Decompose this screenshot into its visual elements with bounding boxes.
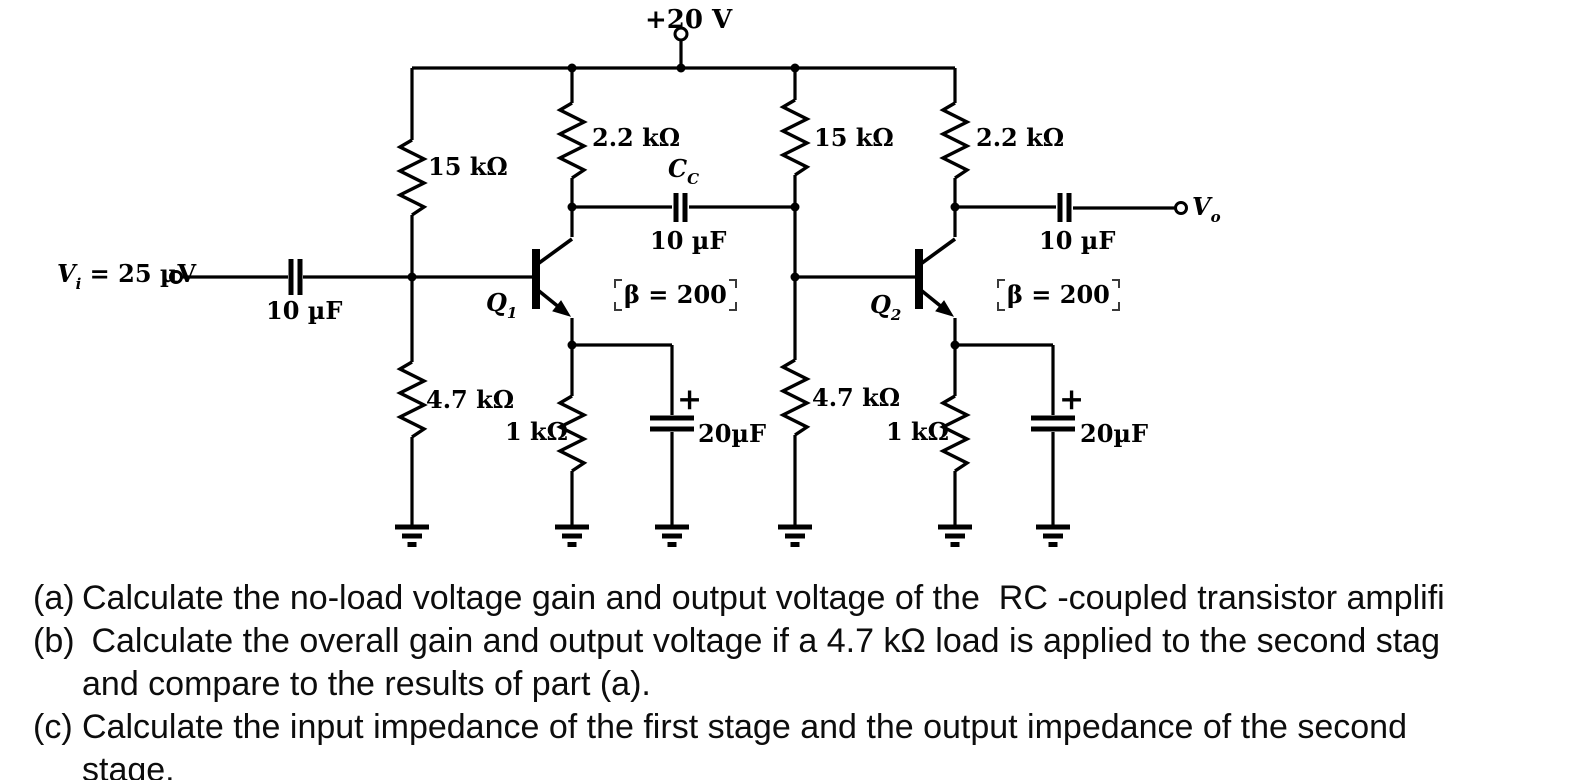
beta-stage1-label: β = 200 xyxy=(614,279,737,312)
transistor-q2 xyxy=(915,237,957,317)
question-label xyxy=(0,663,82,706)
question-label: (b) xyxy=(33,622,75,660)
junction-dots xyxy=(407,63,960,350)
question-row-b: (b) Calculate the overall gain and outpu… xyxy=(0,620,1587,663)
r-collector-stage1-label: 2.2 kΩ xyxy=(592,123,681,152)
output-cap-value-label: 10 µF xyxy=(1039,226,1116,255)
question-row-c: (c)Calculate the input impedance of the … xyxy=(0,706,1587,749)
supply-voltage-label: +20 V xyxy=(645,5,733,35)
question-label: (c) xyxy=(33,708,73,746)
output-terminal xyxy=(1174,201,1188,215)
question-text-block: (a)Calculate the no-load voltage gain an… xyxy=(0,577,1587,780)
input-cap-value-label: 10 µF xyxy=(266,296,343,325)
r-collector-stage2-label: 2.2 kΩ xyxy=(976,123,1065,152)
question-text: Calculate the no-load voltage gain and o… xyxy=(82,579,1445,617)
resistor-15k-stage1 xyxy=(396,138,428,217)
bypass-cap-stage2-label: 20µF xyxy=(1080,419,1149,448)
resistor-1k-stage2 xyxy=(939,394,971,473)
circuit-diagram xyxy=(169,26,1188,547)
question-row-c2: stage. xyxy=(0,749,1587,780)
transistor-q1 xyxy=(532,237,574,317)
resistor-2p2k-stage1 xyxy=(556,101,588,180)
supply-terminal xyxy=(673,26,689,42)
q1-label: Q1 xyxy=(486,288,518,322)
resistor-2p2k-stage2 xyxy=(939,101,971,180)
question-row-a: (a)Calculate the no-load voltage gain an… xyxy=(0,577,1587,620)
question-text: Calculate the input impedance of the fir… xyxy=(82,708,1407,746)
coupling-cap-name-label: CC xyxy=(668,154,700,188)
question-row-b2: and compare to the results of part (a). xyxy=(0,663,1587,706)
resistors xyxy=(396,98,971,473)
beta-stage2-label: β = 200 xyxy=(997,279,1120,312)
input-source-label: Vi = 25 µV xyxy=(57,259,197,293)
resistor-4p7k-stage1 xyxy=(396,360,428,439)
r-emitter-stage1-label: 1 kΩ xyxy=(505,417,569,446)
resistor-1k-stage1 xyxy=(556,394,588,473)
question-text: and compare to the results of part (a). xyxy=(82,665,651,703)
bypass-plus-stage2: + xyxy=(1059,382,1085,417)
r-bias-lower-stage1-label: 4.7 kΩ xyxy=(426,385,515,414)
bypass-plus-stage1: + xyxy=(677,382,703,417)
coupling-cap-value-label: 10 µF xyxy=(650,226,727,255)
r-emitter-stage2-label: 1 kΩ xyxy=(886,417,950,446)
input-terminal xyxy=(169,270,183,284)
question-text: stage. xyxy=(82,751,175,780)
r-bias-upper-stage2-label: 15 kΩ xyxy=(814,123,894,152)
question-text: Calculate the overall gain and output vo… xyxy=(82,622,1440,660)
output-voltage-label: Vo xyxy=(1192,192,1221,226)
r-bias-upper-stage1-label: 15 kΩ xyxy=(428,152,508,181)
r-bias-lower-stage2-label: 4.7 kΩ xyxy=(812,383,901,412)
capacitor-plates xyxy=(288,193,1075,432)
resistor-15k-stage2 xyxy=(779,98,811,177)
ground-symbols xyxy=(395,524,1070,547)
q2-label: Q2 xyxy=(870,290,902,324)
question-label xyxy=(0,749,82,780)
question-label: (a) xyxy=(33,579,75,617)
resistor-4p7k-stage2 xyxy=(779,358,811,437)
bypass-cap-stage1-label: 20µF xyxy=(698,419,767,448)
